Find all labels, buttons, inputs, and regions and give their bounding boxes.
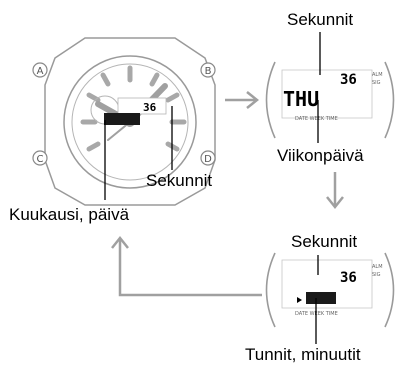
- bottom-time-display: [306, 292, 336, 304]
- button-d: [200, 150, 216, 166]
- svg-text:ALM: ALM: [372, 72, 383, 78]
- button-b: [200, 62, 216, 78]
- top-seconds-display: 36: [340, 72, 357, 88]
- button-a-label: A: [37, 66, 44, 77]
- arrow-up-left-icon: [111, 235, 262, 297]
- label-hours-minutes: Tunnit, minuutit: [245, 345, 361, 364]
- svg-text:DATE WEEK TIME: DATE WEEK TIME: [295, 116, 338, 122]
- svg-text:ALM: ALM: [372, 264, 383, 270]
- bottom-seconds-display: 36: [340, 270, 357, 286]
- label-month-day: Kuukausi, päivä: [9, 205, 130, 224]
- label-weekday: Viikonpäivä: [277, 146, 364, 165]
- svg-text:SIG: SIG: [372, 272, 381, 278]
- button-a: [32, 62, 48, 78]
- button-c: [32, 150, 48, 166]
- weekday-display-panel: 36 ALM SIG THU DATE WEEK TIME: [265, 32, 395, 143]
- main-seconds-display: 36: [143, 101, 157, 114]
- button-c-label: C: [37, 154, 44, 165]
- label-seconds-main: Sekunnit: [146, 171, 212, 190]
- arrow-down-icon: [326, 172, 344, 210]
- svg-text:SIG: SIG: [372, 80, 381, 86]
- label-seconds-top: Sekunnit: [287, 10, 353, 29]
- arrow-right-icon: [225, 91, 260, 109]
- main-date-display: [104, 113, 140, 125]
- time-display-panel: 36 ALM SIG DATE WEEK TIME: [265, 252, 395, 344]
- top-weekday-display: THU: [283, 87, 319, 111]
- button-d-label: D: [204, 154, 212, 165]
- label-seconds-bottom: Sekunnit: [291, 232, 357, 251]
- button-b-label: B: [205, 66, 212, 77]
- watch-face: 36 A B C D: [32, 37, 216, 206]
